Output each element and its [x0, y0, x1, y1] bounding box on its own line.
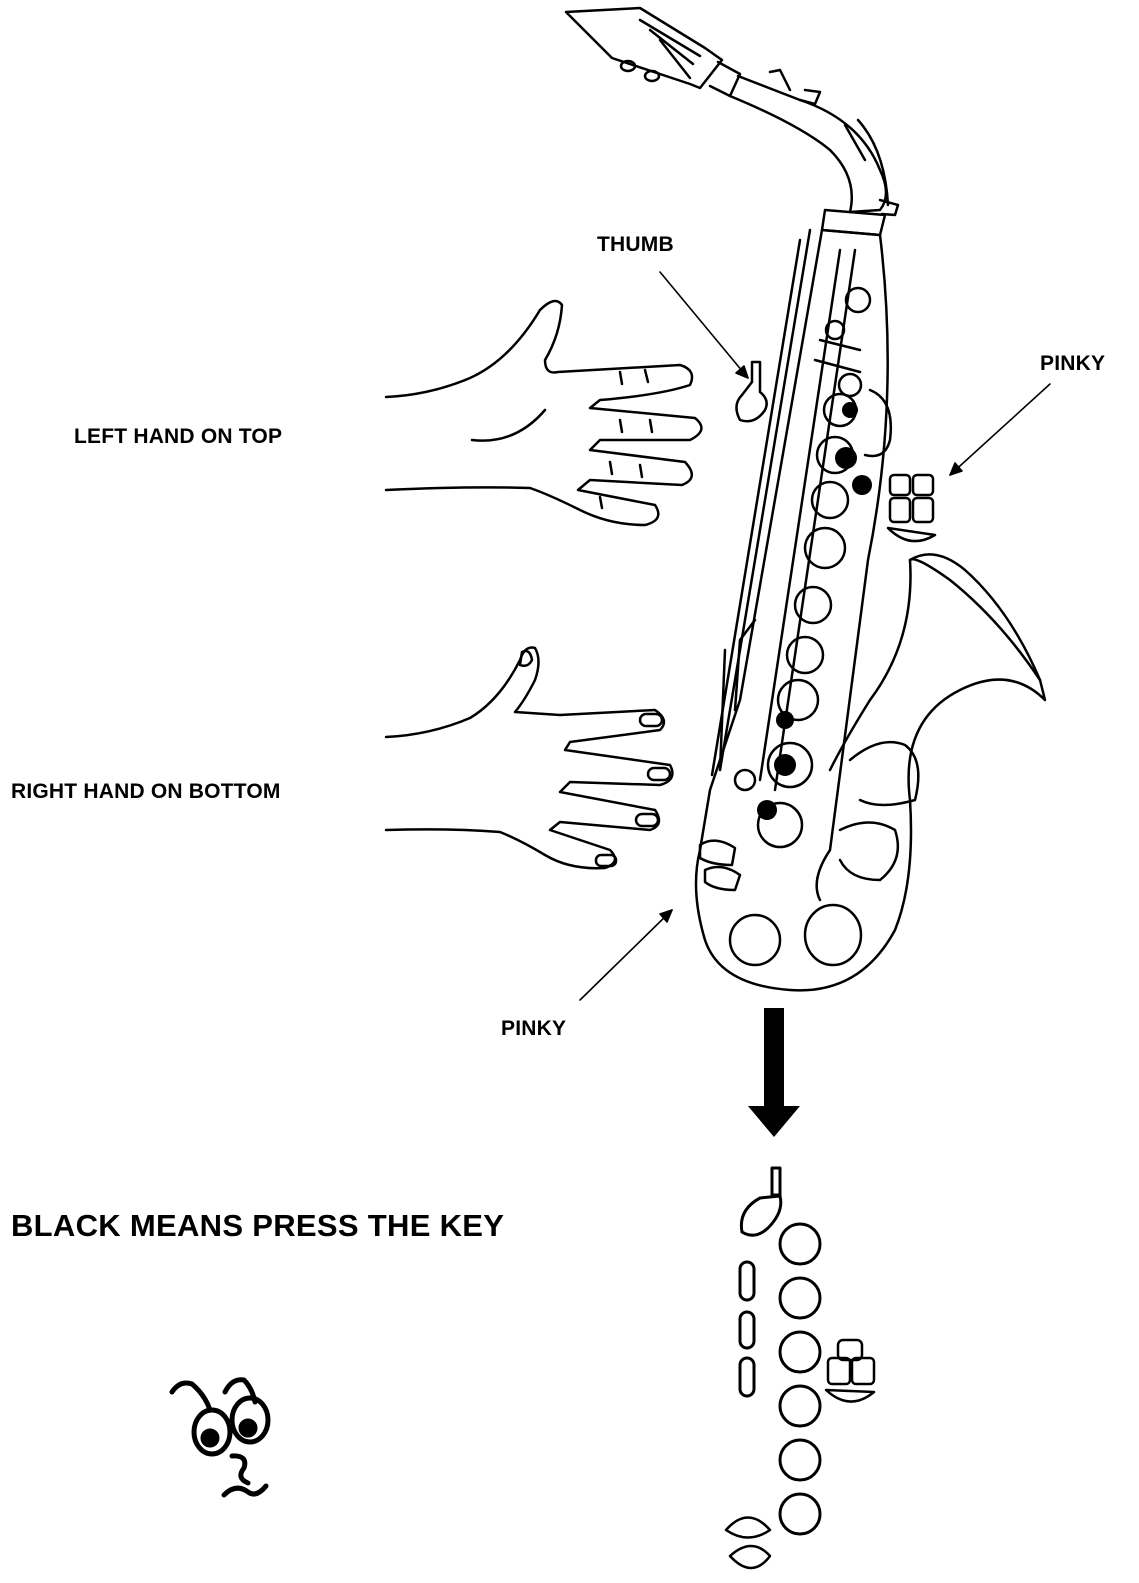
thumb-label: THUMB [597, 233, 674, 257]
pinky-bottom-label: PINKY [501, 1017, 566, 1041]
body-tube [696, 230, 1045, 990]
chart-side-key-2 [740, 1312, 754, 1348]
chart-key-3 [780, 1332, 820, 1372]
side-pinky-keys [888, 475, 935, 541]
saxophone-illustration [566, 8, 1045, 990]
chart-key-2 [780, 1278, 820, 1318]
mouthpiece [566, 8, 740, 96]
chart-key-4 [780, 1386, 820, 1426]
down-arrow [748, 1008, 800, 1137]
pinky-top-arrow [950, 384, 1050, 475]
chart-thumb-key [741, 1168, 780, 1235]
chart-low-pinky-keys [726, 1518, 770, 1569]
chart-side-key-1 [740, 1262, 754, 1300]
chart-key-5 [780, 1440, 820, 1480]
legend-label: BLACK MEANS PRESS THE KEY [11, 1208, 504, 1244]
upper-keys-pressed [835, 402, 872, 495]
right-hand-illustration [386, 648, 672, 869]
pinky-bottom-arrow [580, 910, 672, 1000]
fingering-chart [726, 1168, 874, 1568]
chart-side-key-3 [740, 1358, 754, 1396]
chart-key-6 [780, 1494, 820, 1534]
neck [730, 70, 898, 235]
left-hand-illustration [386, 301, 701, 525]
right-hand-label: RIGHT HAND ON BOTTOM [11, 780, 281, 804]
pinky-top-label: PINKY [1040, 352, 1105, 376]
doodle-face [172, 1380, 268, 1495]
lower-pinky-keys [700, 841, 740, 890]
thumb-arrow [660, 272, 748, 378]
upper-keys [805, 288, 891, 568]
chart-key-1 [780, 1224, 820, 1264]
chart-pinky-table [826, 1340, 874, 1402]
left-hand-label: LEFT HAND ON TOP [74, 425, 282, 449]
